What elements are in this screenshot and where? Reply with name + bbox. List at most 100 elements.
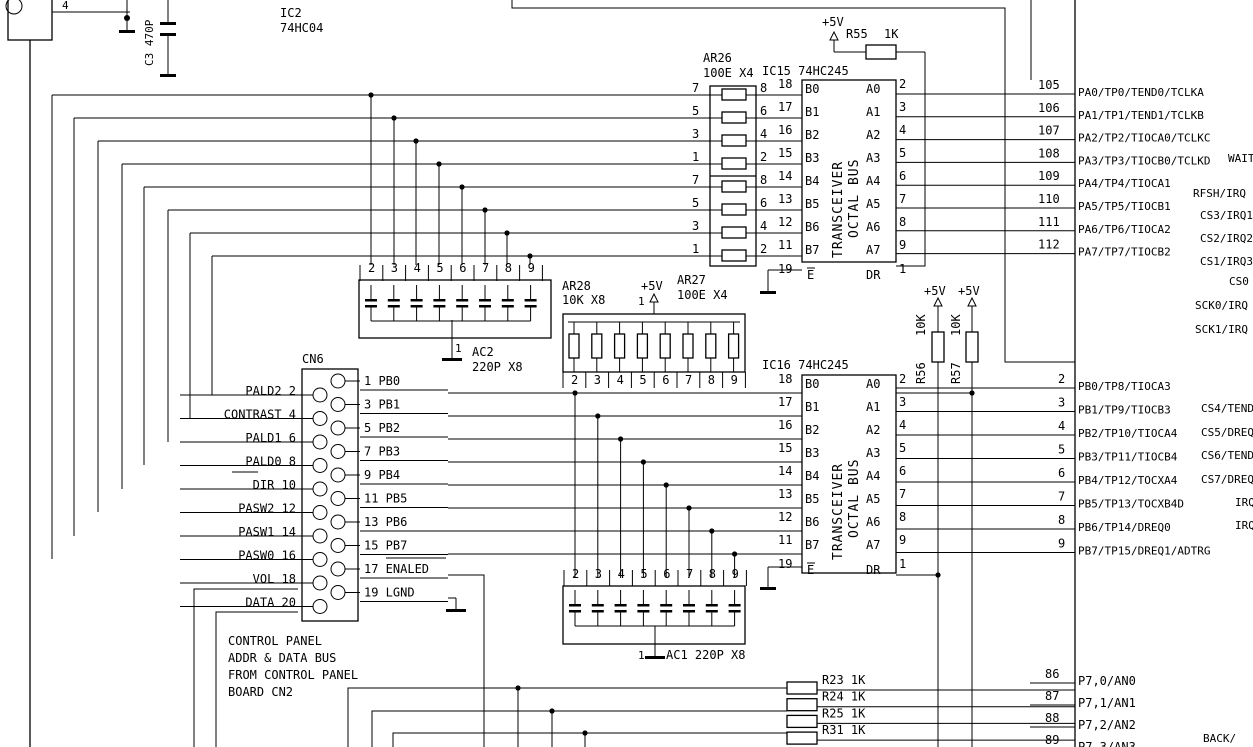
bottom-resistor-label: R31 1K [822,723,866,737]
cap-plate [410,299,423,302]
ic16-enable-pin: E [807,563,814,577]
ar28-pin-number: 8 [708,373,715,387]
r55-value: 1K [884,27,899,41]
wire [193,588,298,747]
mcu-p7-pin-number: 86 [1045,667,1059,681]
cap-plate [728,610,741,613]
resistor-r55: +5V R55 1K [822,15,926,267]
ar26-resistor [721,88,747,101]
ic15-enable-pin: E [807,268,814,282]
ic16-a-pin: A7 [866,538,880,552]
ar26-left-pin: 3 [692,219,699,233]
junction-dot [572,390,578,396]
bottom-resistor [786,714,818,729]
ar26-resistor [721,226,747,239]
ar28-resistor [705,333,717,359]
mcu-pa-extra: CS0 [1229,275,1249,288]
mcu-pb-extra: CS4/TEND [1201,402,1253,415]
mcu-pa-extra: CS1/IRQ3 [1200,255,1253,268]
cap-plate [660,610,673,613]
cap-plate [614,604,627,607]
svg-text:+5V: +5V [822,15,844,29]
mcu-pa-label: PA7/TP7/TIOCB2 [1078,246,1171,259]
junction-dot [436,161,442,167]
ic16-enable-num: 19 [778,557,792,571]
cap-plate [479,305,491,308]
ic16-a-pin: A2 [866,423,880,437]
c3-label: C3 470P [143,19,156,66]
svg-text:1: 1 [638,295,645,308]
ar28-resistor [682,333,694,359]
mcu-pa-extra: RFSH/IRQ [1193,187,1246,200]
mcu-pb-label: PB6/TP14/DREQ0 [1078,521,1171,534]
ic16-dir-pin: DR [866,563,881,577]
mcu-pa-extra: CS2/IRQ2 [1200,232,1253,245]
cap-plate [660,604,673,607]
ic16-b-pin: B6 [805,515,819,529]
mcu-pb-pin-number: 3 [1058,396,1065,410]
ar26-left-pin: 3 [692,127,699,141]
ic15-b-pin-number: 17 [778,100,792,114]
junction-dot [663,482,669,488]
svg-text:+5V: +5V [924,284,946,298]
ic16-b-pin: B3 [805,446,819,460]
junction-dot [504,230,510,236]
ar26-right-pin: 6 [760,196,767,210]
ic15-a-pin: A2 [866,128,880,142]
junction-dot [709,528,715,534]
cn6-right-label: 7 PB3 [364,445,400,459]
junction-dot [413,138,419,144]
cap-plate [410,305,423,308]
cap-plate [387,305,400,308]
ar28-pin-number: 6 [662,373,669,387]
cap-plate [501,305,514,308]
ar26-right-pin: 4 [760,219,767,233]
ic16-b-pin-number: 12 [778,510,792,524]
svg-text:TRANSCEIVER: TRANSCEIVER [831,161,846,258]
ic16-b-pin-number: 16 [778,418,792,432]
mcu-pa-label: PA0/TP0/TEND0/TCLKA [1078,86,1204,99]
ic16-b-pin-number: 15 [778,441,792,455]
svg-text:10K: 10K [949,314,963,336]
mcu-pa-pin-number: 105 [1038,78,1060,92]
cap-plate [479,299,491,302]
ic16-a-pin: A3 [866,446,880,460]
cn6-right-label: 1 PB0 [364,374,400,388]
cap-plate [728,604,741,607]
mcu-pb-extra: CS6/TEND [1201,449,1253,462]
bottom-resistor [786,698,818,712]
ic16-a-pin: A6 [866,515,880,529]
svg-text:1: 1 [455,342,462,355]
ac1-pin-number: 2 [572,567,579,581]
ac1-pin-number: 7 [686,567,693,581]
cap-plate [569,604,581,607]
svg-text:OCTAL BUS: OCTAL BUS [847,459,862,538]
ar26-right-pin: 2 [760,150,767,164]
ar26-resistor [721,157,747,170]
cap-plate [637,610,650,613]
ac1-pin-number: 4 [618,567,625,581]
ic15-a-pin-number: 6 [899,169,906,183]
ac2-pin-number: 4 [414,261,421,275]
mcu-pa-pin-number: 109 [1038,169,1060,183]
mcu-p7-pin-number: 88 [1045,711,1059,725]
ar26-left-pin: 5 [692,104,699,118]
mcu-pb-pin-number: 8 [1058,513,1065,527]
cn6-left-label: DATA 20 [245,596,296,610]
cap-plate [433,299,446,302]
cap-plate [637,604,650,607]
mcu-pb-pin-number: 7 [1058,490,1065,504]
ic16-a-pin-number: 4 [899,418,906,432]
ac2-pin-number: 3 [391,261,398,275]
mcu-pb-pin-number: 2 [1058,372,1065,386]
ac2-pin-number: 7 [482,261,489,275]
svg-text:+5V: +5V [641,279,663,293]
mcu-pa-extra: CS3/IRQ1 [1200,209,1253,222]
mcu-p7-label: P7,0/AN0 [1078,674,1136,688]
ic16-b-pin: B7 [805,538,819,552]
ic16-b-pin: B5 [805,492,819,506]
ic16-b-pin-number: 14 [778,464,792,478]
